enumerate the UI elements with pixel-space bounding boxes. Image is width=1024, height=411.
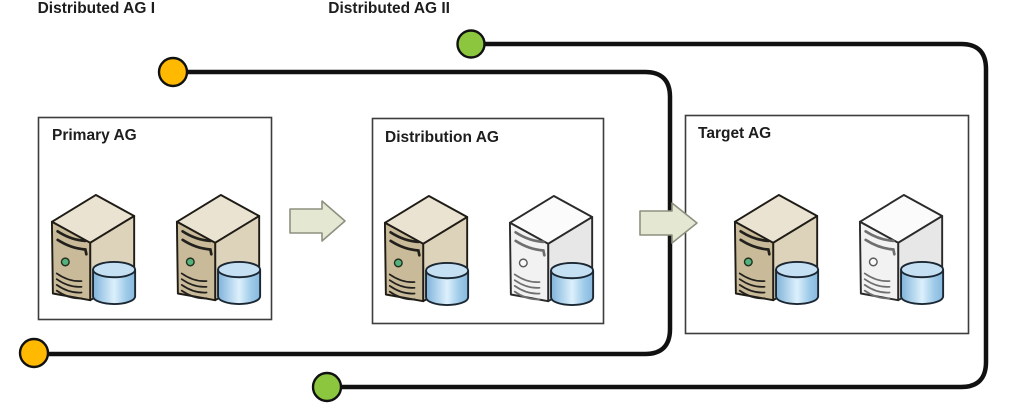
distributed-ag-2-end-dot	[311, 371, 343, 403]
block-arrow-right-icon-1	[289, 200, 346, 242]
primary-ag-title: Primary AG	[52, 127, 137, 144]
target-ag-title: Target AG	[698, 125, 772, 142]
block-arrow-right-icon-2	[639, 202, 698, 244]
distributed-ag-1-end-dot	[18, 337, 50, 369]
distributed-ag-2-label: Distributed AG II	[328, 0, 450, 17]
distributed-ag-2-start-dot	[456, 29, 486, 59]
distributed-ag-1-start-dot	[157, 56, 189, 88]
distributed-ag-2-line	[342, 41, 989, 390]
distributed-ag-1-label: Distributed AG I	[37, 0, 155, 17]
distribution-ag-title: Distribution AG	[385, 129, 499, 146]
